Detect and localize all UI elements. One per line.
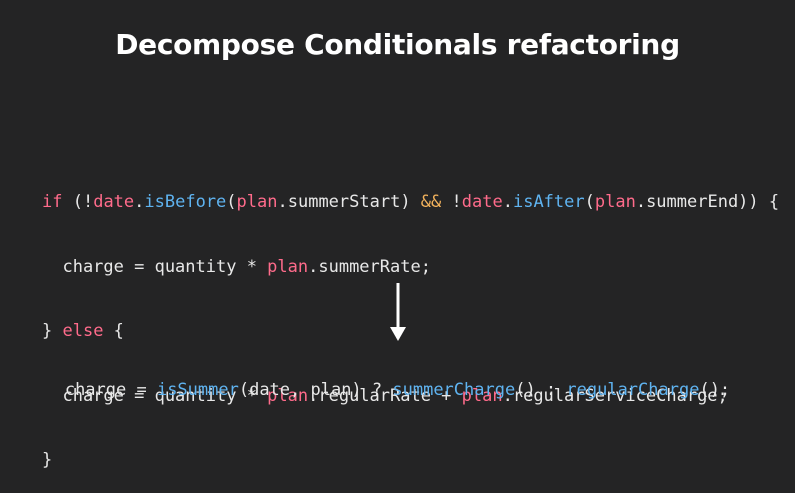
function-isAfter: isAfter — [512, 192, 585, 212]
after-code-line: charge = isSummer(date, plan) ? summerCh… — [0, 380, 795, 400]
code-token: ( — [226, 192, 237, 212]
code-token: .summerEnd)) { — [635, 192, 780, 212]
code-token: (date, plan) ? — [238, 380, 393, 400]
code-token-plan: plan — [267, 256, 309, 277]
code-token: { — [103, 321, 124, 341]
code-token: ! — [441, 192, 462, 212]
code-token: } — [42, 321, 63, 341]
code-token-plan: plan — [594, 192, 636, 212]
code-token: } — [42, 450, 53, 470]
keyword-else: else — [62, 321, 104, 341]
arrow-down-icon — [390, 283, 406, 341]
code-line-3: } else { — [42, 321, 779, 343]
function-regularCharge: regularCharge — [566, 380, 700, 400]
code-token: ( — [584, 192, 595, 212]
code-token: (! — [62, 192, 94, 212]
keyword-if: if — [42, 192, 63, 212]
operator-and: && — [420, 192, 442, 212]
code-token: charge = — [64, 380, 157, 400]
before-code-block: if (!date.isBefore(plan.summerStart) && … — [42, 149, 779, 493]
code-line-2: charge = quantity * plan.summerRate; — [42, 257, 779, 279]
code-token: .summerRate; — [308, 256, 431, 277]
code-token: charge = quantity * — [42, 385, 268, 406]
function-isSummer: isSummer — [156, 380, 239, 400]
code-token: .summerStart) — [277, 192, 421, 212]
code-token: (); — [699, 380, 731, 400]
code-line-5: } — [42, 450, 779, 472]
code-token: charge = quantity * — [42, 256, 268, 277]
code-token-plan: plan — [461, 385, 503, 406]
code-token-date: date — [93, 192, 135, 212]
code-token-date: date — [461, 192, 503, 212]
code-token: () : — [515, 380, 567, 400]
code-token: .regularServiceCharge; — [502, 385, 728, 406]
code-token: .regularRate + — [308, 385, 462, 406]
function-summerCharge: summerCharge — [392, 380, 516, 400]
code-line-4: charge = quantity * plan.regularRate + p… — [42, 386, 779, 408]
slide-title: Decompose Conditionals refactoring — [115, 28, 680, 61]
code-line-1: if (!date.isBefore(plan.summerStart) && … — [42, 192, 779, 214]
code-token-plan: plan — [267, 385, 309, 406]
code-token: . — [502, 192, 513, 212]
code-token-plan: plan — [236, 192, 278, 212]
code-token: . — [134, 192, 145, 212]
function-isBefore: isBefore — [144, 192, 227, 212]
